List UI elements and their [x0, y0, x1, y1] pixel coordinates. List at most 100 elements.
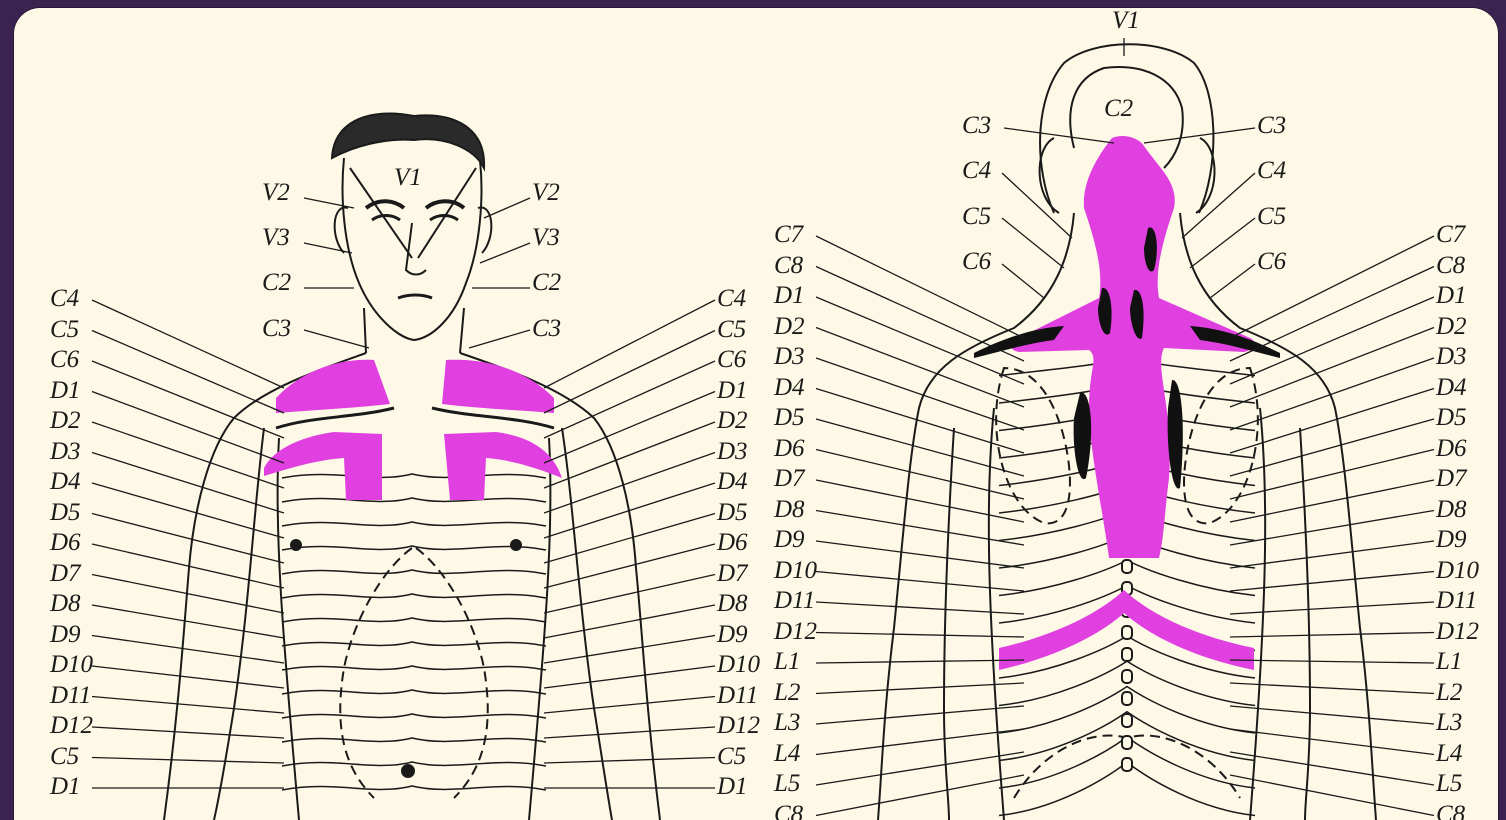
front-zone-chest-left: [264, 432, 382, 500]
back-right-label-0: C7: [1436, 222, 1465, 247]
front-contour-1: [282, 498, 546, 502]
back-arm-inner-right: [1300, 428, 1310, 820]
back-right-leader-13: [1230, 633, 1434, 638]
front-nipple-right: [511, 540, 521, 550]
front-label-right-c2: C2: [532, 270, 561, 295]
back-left-leader-3: [816, 328, 1024, 408]
back-right-label-18: L5: [1436, 771, 1462, 796]
back-leader-c6-l: [1002, 264, 1044, 298]
front-right-label-3: D1: [717, 378, 748, 403]
back-vertebra-20: [1122, 648, 1132, 661]
front-right-label-16: D1: [717, 774, 748, 799]
front-left-label-5: D3: [50, 439, 81, 464]
front-left-label-3: D1: [50, 378, 81, 403]
front-right-leader-11: [544, 636, 715, 664]
front-right-leader-1: [544, 331, 715, 414]
back-left-label-13: D12: [774, 619, 817, 644]
front-contour-0: [282, 474, 546, 478]
back-label-right-c5: C5: [1257, 204, 1286, 229]
front-right-leader-15: [544, 758, 715, 764]
back-label-right-c4: C4: [1257, 158, 1286, 183]
front-right-leader-3: [544, 392, 715, 464]
back-label-right-c6: C6: [1257, 249, 1286, 274]
back-left-leader-12: [816, 602, 1024, 614]
back-right-label-11: D10: [1436, 558, 1479, 583]
front-left-label-8: D6: [50, 530, 81, 555]
front-leader-c3-r: [469, 330, 530, 348]
back-left-label-4: D3: [774, 344, 805, 369]
back-left-label-7: D6: [774, 436, 805, 461]
back-left-label-11: D10: [774, 558, 817, 583]
back-right-label-5: D4: [1436, 375, 1467, 400]
front-right-leader-9: [544, 575, 715, 614]
back-right-label-13: D12: [1436, 619, 1479, 644]
front-contour-9: [282, 690, 546, 694]
back-ear-right: [1196, 138, 1215, 213]
front-left-label-13: D11: [50, 683, 91, 708]
back-right-leader-16: [1230, 706, 1434, 724]
back-right-label-15: L2: [1436, 680, 1462, 705]
front-left-label-15: C5: [50, 744, 79, 769]
back-right-leader-10: [1230, 541, 1434, 568]
back-neck-r: [1180, 213, 1376, 820]
back-left-leader-0: [816, 236, 1024, 338]
front-left-label-7: D5: [50, 500, 81, 525]
back-right-label-12: D11: [1436, 588, 1477, 613]
back-left-label-14: L1: [774, 649, 800, 674]
front-label-right-c3: C3: [532, 316, 561, 341]
front-nipple-left: [291, 540, 301, 550]
front-left-label-9: D7: [50, 561, 81, 586]
front-brow-right: [426, 201, 464, 208]
front-right-label-7: D5: [717, 500, 748, 525]
back-leader-c6-r: [1210, 264, 1255, 298]
back-left-label-17: L4: [774, 741, 800, 766]
front-figure: [164, 113, 660, 820]
back-label-left-c6: C6: [962, 249, 991, 274]
back-left-leader-19: [816, 775, 1024, 816]
front-label-left-c3: C3: [262, 316, 291, 341]
back-left-label-1: C8: [774, 253, 803, 278]
front-right-label-6: D4: [717, 469, 748, 494]
back-left-leader-17: [816, 729, 1024, 755]
front-label-left-c2: C2: [262, 270, 291, 295]
back-label-left-c5: C5: [962, 204, 991, 229]
back-vertebra-16: [1122, 560, 1132, 573]
back-right-leader-15: [1230, 683, 1434, 694]
front-left-label-14: D12: [50, 713, 93, 738]
front-dashed-abdomen: [340, 548, 412, 798]
front-hair: [332, 113, 484, 168]
back-left-label-3: D2: [774, 314, 805, 339]
front-left-leader-15: [92, 758, 284, 764]
front-contour-12: [282, 762, 546, 766]
back-left-leader-4: [816, 358, 1024, 430]
back-right-leader-1: [1230, 267, 1434, 362]
back-label-left-c3: C3: [962, 113, 991, 138]
front-right-label-0: C4: [717, 286, 746, 311]
front-contour-10: [282, 714, 546, 718]
back-right-leader-18: [1230, 752, 1434, 785]
back-right-label-19: C8: [1436, 802, 1465, 820]
front-left-label-2: C6: [50, 347, 79, 372]
back-label-v1: V1: [1112, 8, 1140, 33]
back-right-leader-17: [1230, 729, 1434, 755]
front-navel: [402, 765, 414, 777]
front-label-v1: V1: [394, 165, 422, 190]
front-contour-6: [282, 618, 546, 622]
back-left-label-19: C8: [774, 802, 803, 820]
back-label-c2: C2: [1104, 96, 1133, 121]
back-right-label-9: D8: [1436, 497, 1467, 522]
front-contour-7: [282, 642, 546, 646]
back-right-label-7: D6: [1436, 436, 1467, 461]
back-left-leader-16: [816, 706, 1024, 724]
back-right-label-3: D2: [1436, 314, 1467, 339]
back-leader-c5-l: [1002, 218, 1064, 268]
back-left-label-10: D9: [774, 527, 805, 552]
front-left-leader-0: [92, 300, 284, 388]
back-left-label-0: C7: [774, 222, 803, 247]
front-neck-right: [460, 308, 464, 353]
front-label-left-v3: V3: [262, 225, 290, 250]
back-left-leader-18: [816, 752, 1024, 785]
front-left-label-1: C5: [50, 317, 79, 342]
back-right-leader-7: [1230, 450, 1434, 500]
back-right-leader-4: [1230, 358, 1434, 430]
